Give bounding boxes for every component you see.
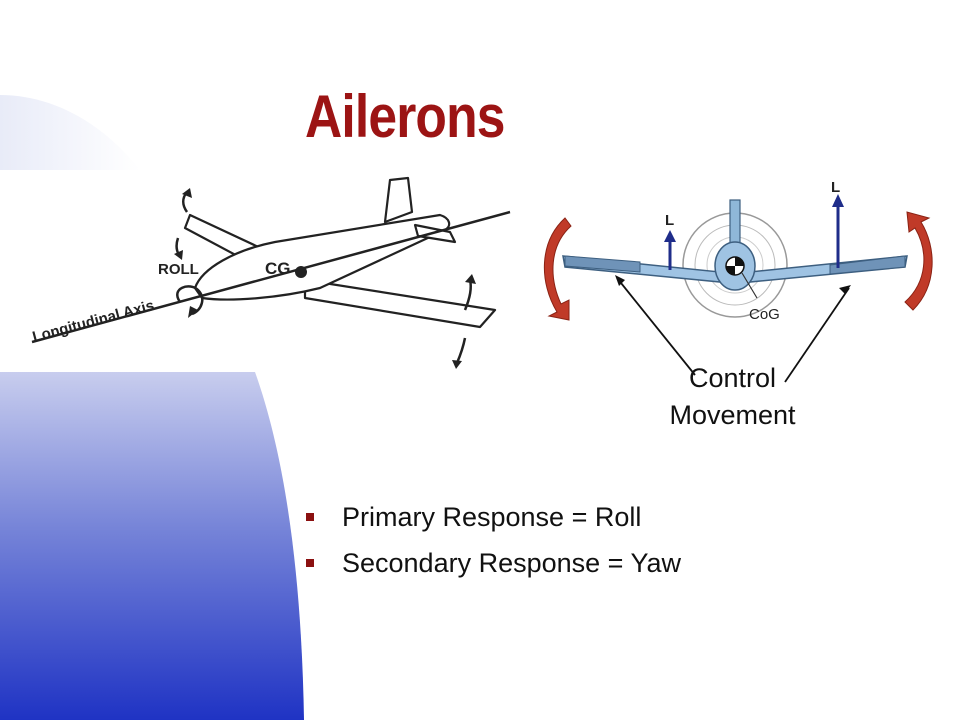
bullet-item: Secondary Response = Yaw — [306, 540, 681, 586]
airplane-tail-fin — [383, 176, 414, 224]
right-wing-down-arrow — [455, 337, 467, 364]
cg-label: CG — [265, 259, 291, 278]
right-lift-label: L — [831, 179, 840, 196]
roll-curl-arrow — [176, 285, 204, 316]
longitudinal-axis-line — [31, 210, 511, 344]
roll-label: ROLL — [158, 261, 199, 278]
left-roll-arrow — [543, 217, 572, 321]
control-movement-callout: Control Movement — [640, 360, 825, 434]
bullet-square-icon — [306, 513, 314, 521]
cog-pointer-line — [741, 272, 758, 299]
bullet-text-primary: Primary Response = Roll — [342, 502, 642, 532]
rear-view-aileron-illustration: L L CoG — [543, 179, 933, 383]
right-wing-up-arrowhead — [465, 274, 476, 284]
right-wing-down-arrowhead — [452, 360, 462, 369]
right-roll-arrow — [904, 211, 933, 311]
bullet-list: Primary Response = Roll Secondary Respon… — [306, 494, 681, 586]
right-aileron — [829, 255, 906, 275]
callout-line-2: Movement — [669, 400, 796, 430]
left-wing-up-arrowhead — [182, 188, 192, 198]
longitudinal-axis-label: Longitudinal Axis — [31, 297, 156, 346]
bullet-item: Primary Response = Roll — [306, 494, 681, 540]
left-aileron — [564, 255, 641, 273]
airplane-roll-illustration: ROLL CG Longitudinal Axis — [31, 176, 511, 369]
roll-curl-arrowhead — [188, 306, 198, 318]
cg-marker — [295, 266, 307, 278]
blue-gradient-panel — [0, 372, 304, 720]
left-lift-arrowhead — [664, 230, 676, 242]
callout-line-right — [784, 287, 850, 383]
bullet-square-icon — [306, 559, 314, 567]
left-lift-label: L — [665, 212, 674, 229]
top-left-fade-shape — [0, 95, 140, 170]
slide-title: Ailerons — [305, 83, 505, 150]
bullet-text-secondary: Secondary Response = Yaw — [342, 548, 681, 578]
airplane-fuselage — [193, 213, 451, 301]
right-lift-arrowhead — [832, 194, 844, 207]
callout-line-1: Control — [688, 363, 777, 393]
cog-label: CoG — [749, 306, 780, 323]
cog-marker — [725, 256, 745, 276]
callout-line-left — [616, 277, 696, 376]
left-wing-down-arrowhead — [174, 250, 183, 260]
